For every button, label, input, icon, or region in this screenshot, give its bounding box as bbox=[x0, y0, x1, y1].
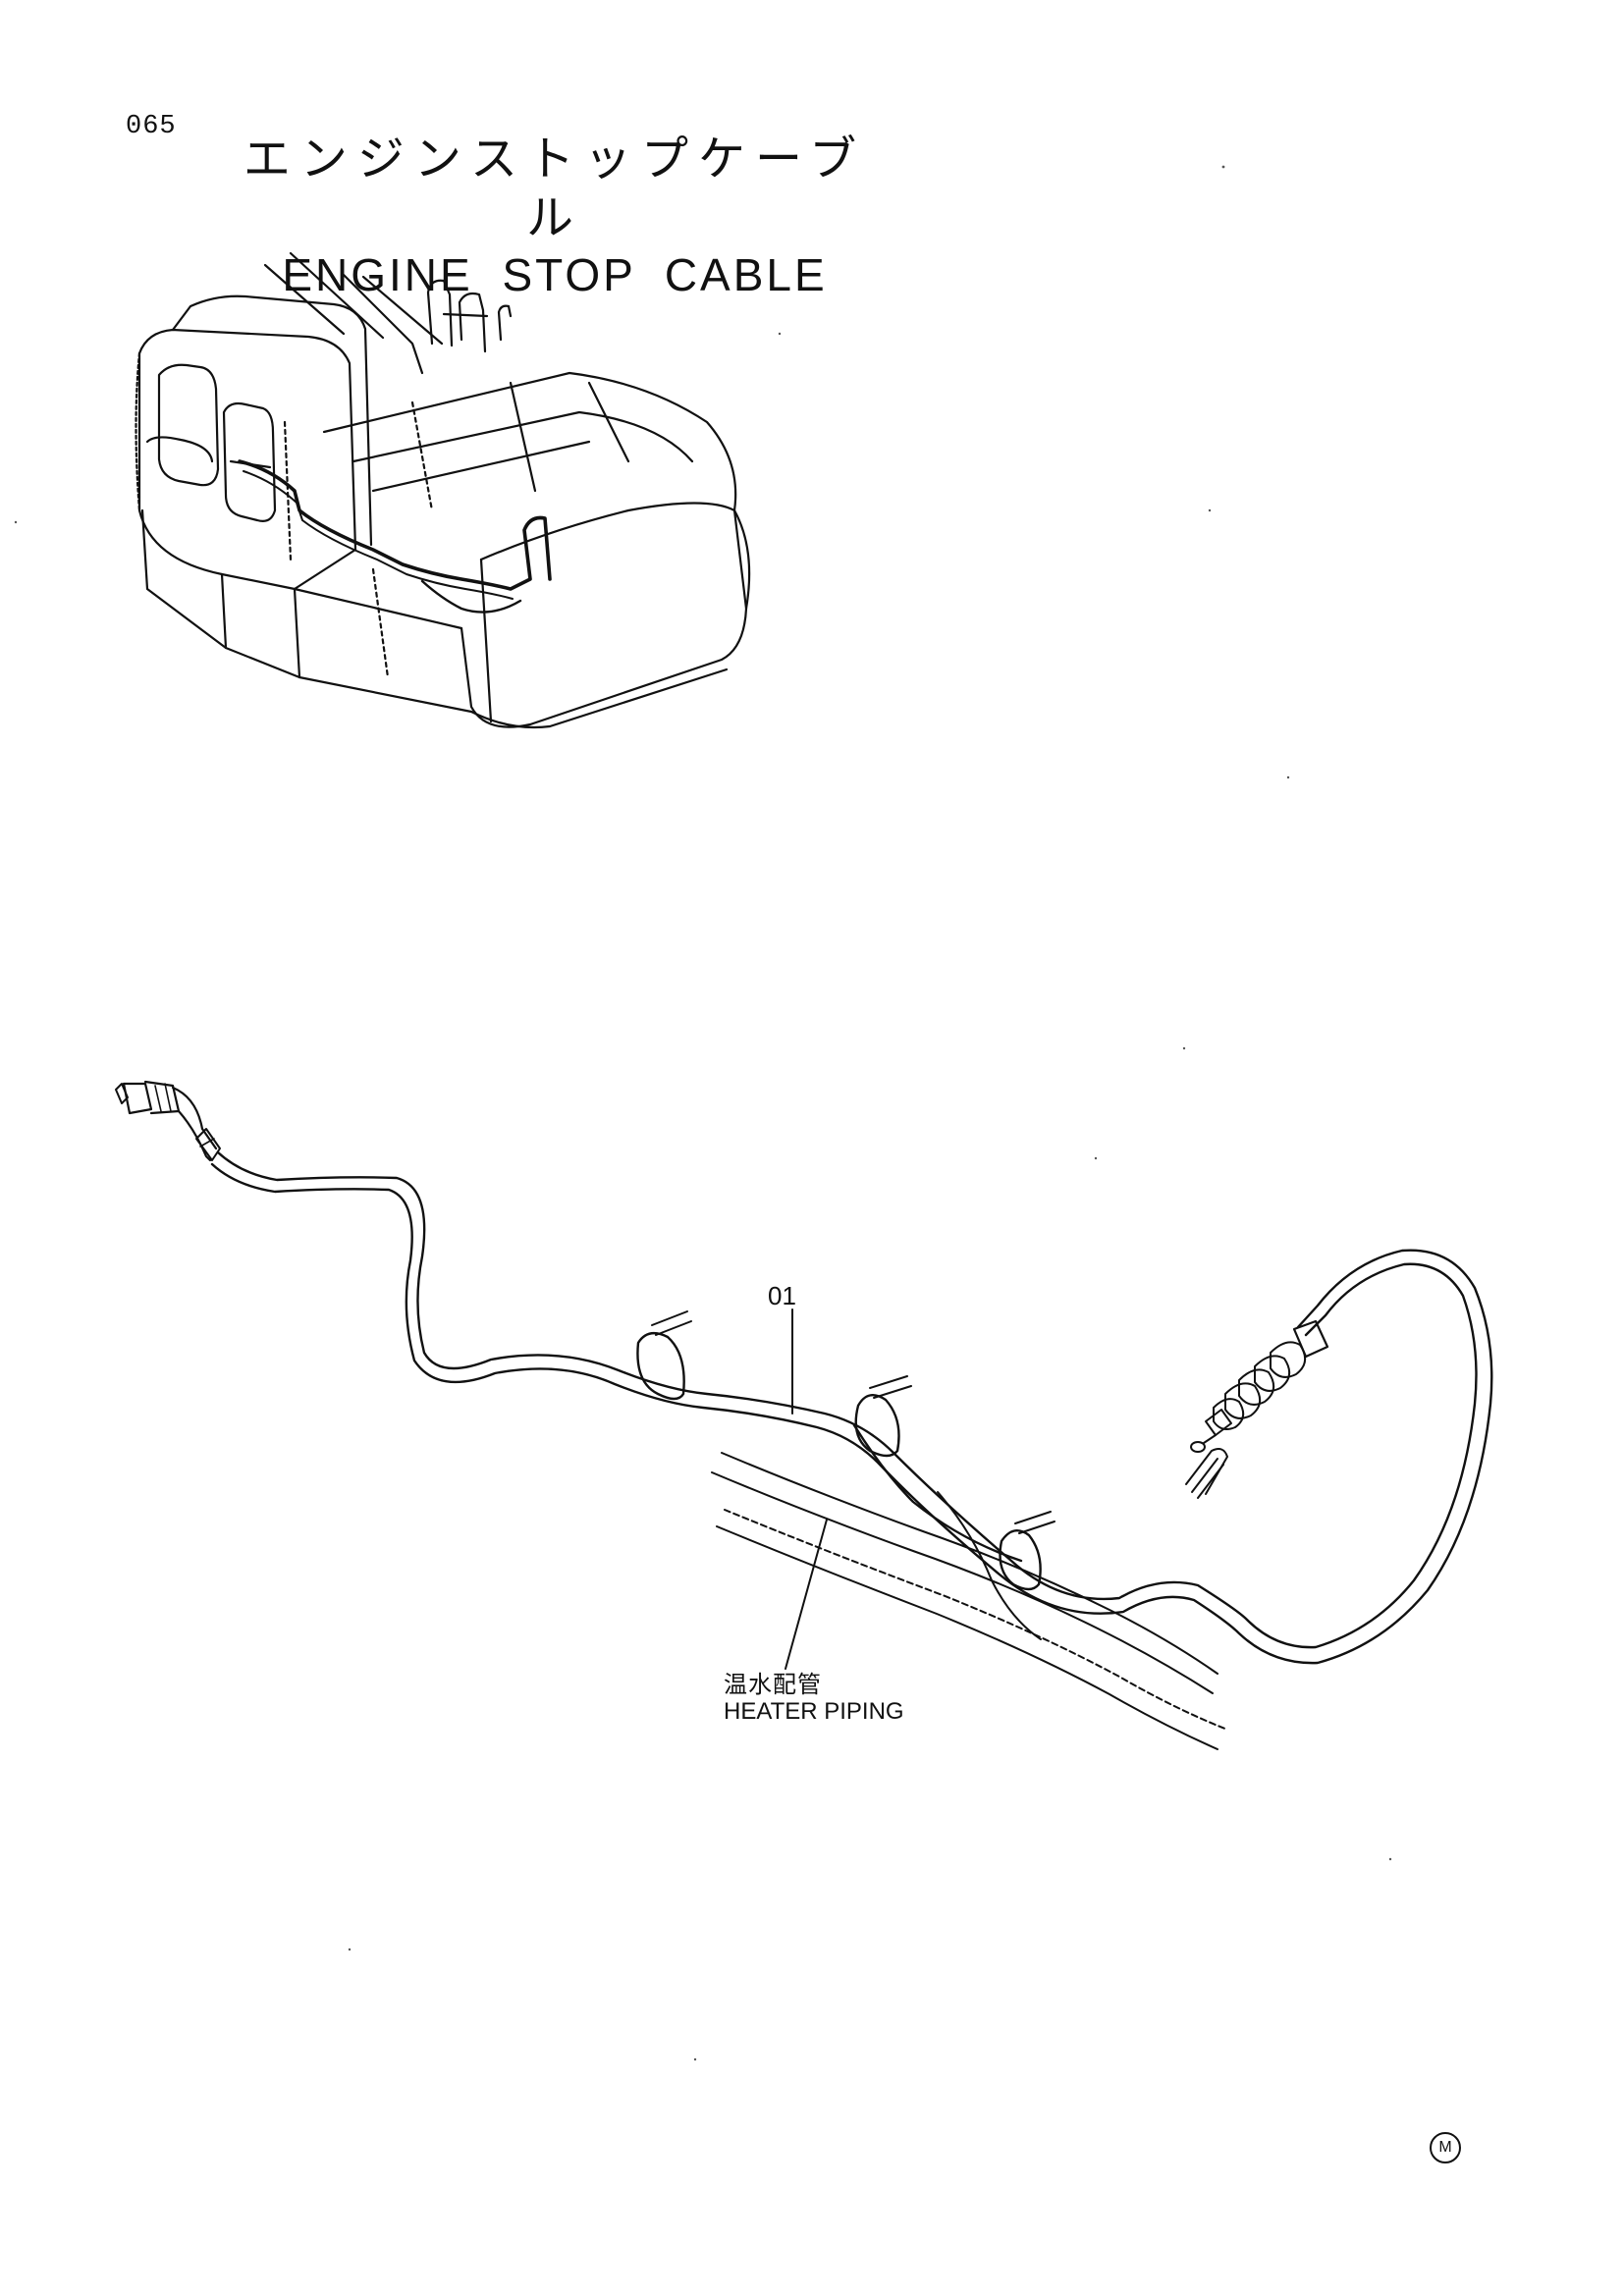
heater-piping-label: 温水配管 HEATER PIPING bbox=[724, 1671, 904, 1726]
excavator-overview-illustration bbox=[135, 251, 751, 729]
page-title: エンジンストップケーブル ENGINE STOP CABLE bbox=[0, 130, 1624, 302]
circled-m-mark: M bbox=[1430, 2132, 1461, 2163]
heater-piping-japanese: 温水配管 bbox=[724, 1671, 822, 1698]
title-japanese: エンジンストップケーブル bbox=[243, 132, 867, 245]
part-number-01: 01 bbox=[768, 1281, 796, 1310]
engine-stop-cable-illustration bbox=[115, 1080, 1493, 1750]
title-english: ENGINE STOP CABLE bbox=[282, 249, 828, 300]
scan-specks bbox=[14, 165, 1392, 2061]
heater-piping-english: HEATER PIPING bbox=[724, 1698, 904, 1725]
page-number: 065 bbox=[126, 112, 177, 141]
